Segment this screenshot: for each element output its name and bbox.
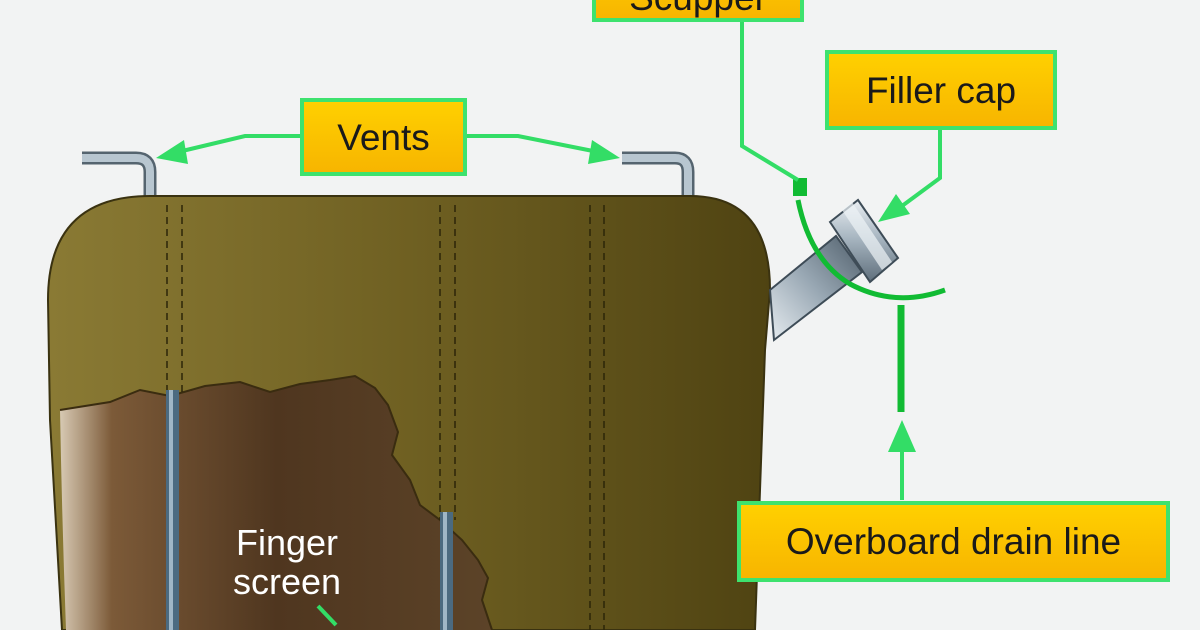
scupper-label-text: Scupper <box>629 0 767 16</box>
vents-label-text: Vents <box>337 116 430 158</box>
overboard-drain-line-label-text: Overboard drain line <box>785 521 1122 562</box>
leader-arrowheads <box>156 140 916 452</box>
finger-screen-label: Finger screen <box>214 522 360 602</box>
overboard-drain-line-label: Overboard drain line <box>737 501 1170 582</box>
leader-lines <box>177 20 942 627</box>
finger-screen-label-line2: screen <box>232 560 342 602</box>
internal-dashed-lines <box>166 205 605 630</box>
finger-screen-rods <box>166 390 453 630</box>
scupper-label-cropped: Scupper <box>592 0 804 22</box>
finger-screen-label-line1: Finger <box>235 522 339 563</box>
scupper <box>793 178 946 301</box>
filler-neck <box>768 198 900 342</box>
vent-pipe-left <box>82 151 157 200</box>
filler-cap-label-text: Filler cap <box>865 69 1017 111</box>
vents-label: Vents <box>300 98 467 176</box>
vent-pipe-right <box>622 151 695 200</box>
filler-cap-label: Filler cap <box>825 50 1057 130</box>
